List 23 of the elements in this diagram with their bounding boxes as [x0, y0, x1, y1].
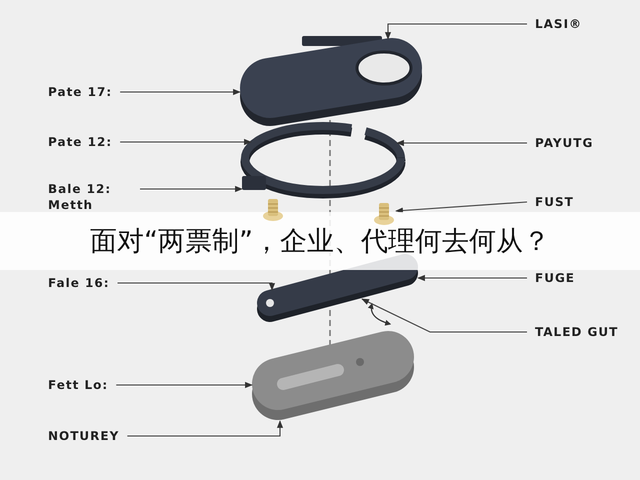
leader-line	[127, 420, 284, 437]
leader-line	[120, 88, 241, 96]
part-label: Pate 17:	[48, 84, 112, 100]
leader-line	[396, 140, 527, 146]
headline-banner: 面对“两票制”，企业、代理何去何从？	[0, 212, 640, 270]
part-label: Fett Lo:	[48, 377, 108, 393]
part-label: NOTUREY	[48, 428, 120, 444]
part-label: Bale 12: Metth	[48, 181, 132, 213]
leader-line	[384, 23, 527, 40]
leader-line	[120, 138, 252, 146]
leader-line	[361, 298, 527, 333]
part-label: FUST	[535, 194, 574, 210]
part-label: Pate 12:	[48, 134, 112, 150]
leader-line	[417, 274, 527, 282]
part-label: LASI®	[535, 16, 582, 32]
part-label: PAYUTG	[535, 135, 594, 151]
leader-line	[140, 186, 243, 192]
part-label: Fale 16:	[48, 275, 110, 291]
part-label: TALED GUT	[535, 324, 618, 340]
leader-line	[116, 382, 253, 388]
leader-line	[118, 282, 276, 291]
part-label: FUGE	[535, 270, 575, 286]
leader-line	[395, 201, 528, 214]
